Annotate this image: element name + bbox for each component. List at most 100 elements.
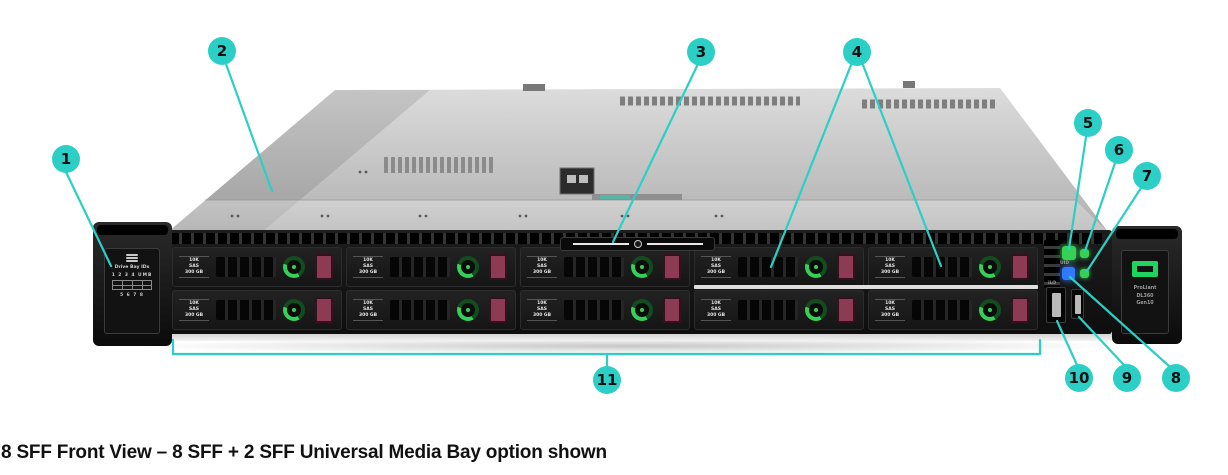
pull-tab-knob	[633, 240, 642, 248]
left-rack-ear: Drive Bay IDs 1 2 3 4 UMB 5 6 7 8	[93, 222, 172, 346]
drive-eject-button-icon	[1011, 254, 1029, 280]
lid-socket-label	[559, 167, 595, 195]
drive-eject-button-icon	[837, 297, 855, 323]
drive-bay-ids-title: Drive Bay IDs	[114, 265, 150, 270]
ilo-label: iLO	[1048, 281, 1057, 286]
drive-release-ring-icon	[979, 299, 1001, 321]
brand-line-model: DL360	[1136, 293, 1154, 299]
drive-eject-button-icon	[1011, 297, 1029, 323]
callout-2: 2	[208, 37, 236, 65]
ear-cap	[97, 225, 168, 235]
lid-latch-small	[903, 81, 915, 88]
drive-eject-button-icon	[837, 254, 855, 280]
drive-stack-icon	[126, 254, 138, 262]
chassis-lid	[168, 88, 1108, 232]
control-panel-vents	[1044, 240, 1060, 288]
uid-label: UID	[1060, 261, 1070, 266]
drive-vents	[216, 257, 276, 277]
power-button-led	[1062, 246, 1076, 260]
drive-release-ring-icon	[979, 256, 1001, 278]
drive-bay-ids-grid	[112, 280, 152, 290]
drive-eject-button-icon	[315, 297, 333, 323]
chassis-bottom-lip	[150, 333, 1122, 341]
ilo-service-port	[1046, 287, 1066, 323]
callout-line-3	[611, 64, 699, 244]
brand-line-gen: Gen10	[1136, 301, 1154, 307]
callout-line-9	[1077, 315, 1126, 367]
callout-11: 11	[593, 366, 621, 394]
lid-label-strip	[592, 194, 682, 200]
drive-eject-button-icon	[489, 297, 507, 323]
nic-status-led	[1080, 249, 1089, 258]
drive-vents	[912, 300, 972, 320]
callout-6: 6	[1105, 136, 1133, 164]
drive-eject-button-icon	[315, 254, 333, 280]
callout-line-7	[1085, 186, 1143, 273]
drive-eject-button-icon	[663, 297, 681, 323]
callout-3: 3	[687, 38, 715, 66]
drive-vents	[912, 257, 972, 277]
drive-release-ring-icon	[283, 299, 305, 321]
universal-media-bay-divider	[694, 285, 1038, 289]
callout-line-6	[1083, 161, 1117, 253]
lid-socket-detail	[579, 175, 588, 183]
drive-release-ring-icon	[805, 299, 827, 321]
lid-latch	[523, 84, 545, 91]
usb-tongue	[1051, 293, 1061, 317]
callout-line-2	[224, 62, 274, 193]
drive-release-ring-icon	[805, 256, 827, 278]
drive-bay-ids-row2: 5 6 7 8	[120, 293, 144, 298]
serial-label-pull-tab	[560, 237, 715, 251]
callout-line-8	[1068, 275, 1171, 368]
brand-line-proliant: ProLiant	[1133, 286, 1157, 291]
pull-tab-bar	[572, 243, 629, 245]
ear-cap	[1116, 229, 1178, 239]
drive-eject-button-icon	[663, 254, 681, 280]
drive-vents	[216, 300, 276, 320]
health-led	[1080, 269, 1089, 278]
drive-bay-id-label: Drive Bay IDs 1 2 3 4 UMB 5 6 7 8	[104, 248, 160, 334]
drive-release-ring-icon	[631, 299, 653, 321]
drive-vents	[390, 300, 450, 320]
drive-eject-button-icon	[489, 254, 507, 280]
pull-tab-bar	[646, 243, 703, 245]
chassis-lid-shade	[168, 90, 430, 232]
drive-vents	[390, 257, 450, 277]
callout-line-10	[1055, 319, 1079, 367]
callout-9: 9	[1113, 364, 1141, 392]
callout-line-4b	[861, 63, 943, 268]
chassis-front-band	[168, 200, 1108, 232]
drive-release-ring-icon	[631, 256, 653, 278]
callout-bracket-11	[171, 338, 1042, 356]
hpe-element-logo-icon	[1132, 261, 1158, 277]
drive-bay-ids-row1: 1 2 3 4 UMB	[111, 273, 153, 278]
callout-7: 7	[1133, 162, 1161, 190]
drive-release-ring-icon	[283, 256, 305, 278]
drive-release-ring-icon	[457, 256, 479, 278]
lid-rainbow-label	[600, 195, 630, 199]
brand-panel: ProLiant DL360 Gen10	[1121, 250, 1169, 334]
callout-10: 10	[1065, 364, 1093, 392]
uid-led	[1062, 267, 1075, 280]
drive-release-ring-icon	[457, 299, 479, 321]
server-shadow	[130, 338, 1130, 354]
drive-vents	[738, 300, 798, 320]
callout-line-4a	[769, 63, 853, 269]
